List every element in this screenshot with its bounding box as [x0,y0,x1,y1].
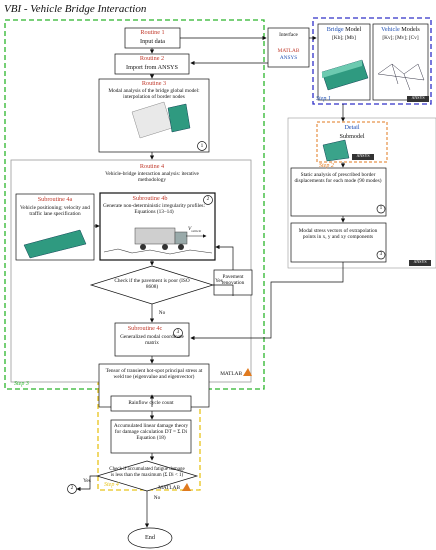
decision-pavement-text: Check if the pavement is poor (ISO 8608) [114,278,190,291]
routine1-name: Routine 1 [140,29,165,36]
decision-fatigue-no: No [153,495,161,501]
subroutine4a-text: Vehicle positioning; velocity and traffi… [20,205,90,218]
ref-circle-3 [173,328,183,338]
subroutine4a-name: Subroutine 4a [37,196,73,203]
matlab-label-1: MATLAB [220,371,242,377]
step2-label: Step 2 [319,163,334,169]
subroutine4c-text: Generalized modal coordinate matrix [120,334,184,347]
vehicle-model-title: Vehicle Models [381,26,420,33]
matlab-logo-icon [182,368,252,491]
static-text: Static analysis of prescribed border dis… [294,172,382,185]
routine2-name: Routine 2 [139,55,165,62]
matlab-label-2: MATLAB [158,485,180,491]
ref-circle-stress [376,250,386,260]
modal-stress-text: Modal stress vectors of extrapolation po… [298,228,378,241]
accumulated-text: Accumulated linear damage theory for dam… [113,423,189,442]
ansys-logo-bg-2 [352,154,374,160]
subroutine4b-name: Subroutine 4b [132,195,168,202]
bridge-model-image [321,59,369,91]
truck-image [103,227,213,255]
modal-stress-badge: 3 [379,251,383,257]
subroutine4c-name: Subroutine 4c [127,325,163,332]
step3-label: Step 3 [14,381,29,387]
ansys-logo-1: ANSYS [411,95,425,100]
routine1-text: Input data [140,38,165,45]
step4-label: Step 4 [104,482,119,488]
static-box [290,167,387,217]
end-terminator [127,527,173,549]
interface-ansys: ANSYS [279,55,298,61]
submodel-image [322,139,350,162]
step2-container [287,117,436,269]
ansys-logo-bg [407,96,429,102]
decision-pavement-yes: Yes [215,278,223,284]
vehicle-model-matrices: [Kv]; [Mv]; [Cv] [382,35,419,41]
ref-circle-static [376,204,386,214]
routine4-name: Routine 4 [139,163,165,170]
decision-fatigue-text: Check if accumulated fatigue damage is l… [109,467,185,478]
tensor-text: Tensor of transient hot-spot principal s… [105,368,203,381]
subroutine4c-badge: 3 [176,329,180,335]
ansys-logo-2: ANSYS [356,153,370,158]
goto-2-label: 2 [70,485,74,491]
page-title: VBI - Vehicle Bridge Interaction [4,3,147,15]
subroutine4b-badge: 2 [206,196,210,202]
rainflow-text: Rainflow cycle count [128,400,174,406]
pavement-text: Pavement renovation [221,274,245,287]
step1-label: Step 1 [316,96,331,102]
static-badge: 1 [379,205,383,211]
routine4-text: Vehicle-bridge interaction analysis: ite… [105,171,199,184]
routine2-text: Import from ANSYS [126,64,178,71]
ansys-logo-3: ANSYS [413,259,427,264]
detail-name: Detail [344,124,360,131]
interface-matlab: MATLAB [277,48,300,54]
end-label: End [145,534,155,541]
bridge-model-matrices: [Kb]; [Mb] [332,35,356,41]
routine3-name: Routine 3 [141,80,167,87]
bridge-deck-image [23,229,87,259]
routine3-badge: 1 [200,143,204,149]
vehicle-velocity-label: Vvehicle [188,226,202,234]
interface-label: Interface [279,32,298,38]
ref-circle-2 [203,195,213,205]
decision-pavement-no: No [158,310,166,316]
vehicle-model-image [377,63,425,91]
modal-stress-box [290,222,387,263]
interface-box [267,27,310,68]
subroutine4b-box [99,192,216,261]
detail-text: Submodel [339,133,365,140]
decision-fatigue-yes: Yes [83,478,91,484]
global-model-image [131,101,191,139]
bridge-model-title: Bridge Model [326,26,362,33]
step1-container [312,17,432,105]
subroutine4b-text: Generate non-deterministic irregularity … [103,203,205,216]
accumulated-box [110,419,192,454]
vehicle-model-box [372,23,429,101]
ansys-logo-bg-3 [409,260,431,266]
routine3-text: Modal analysis of the bridge global mode… [108,88,200,101]
step3-container [4,19,265,390]
ref-circle-1 [197,141,207,151]
